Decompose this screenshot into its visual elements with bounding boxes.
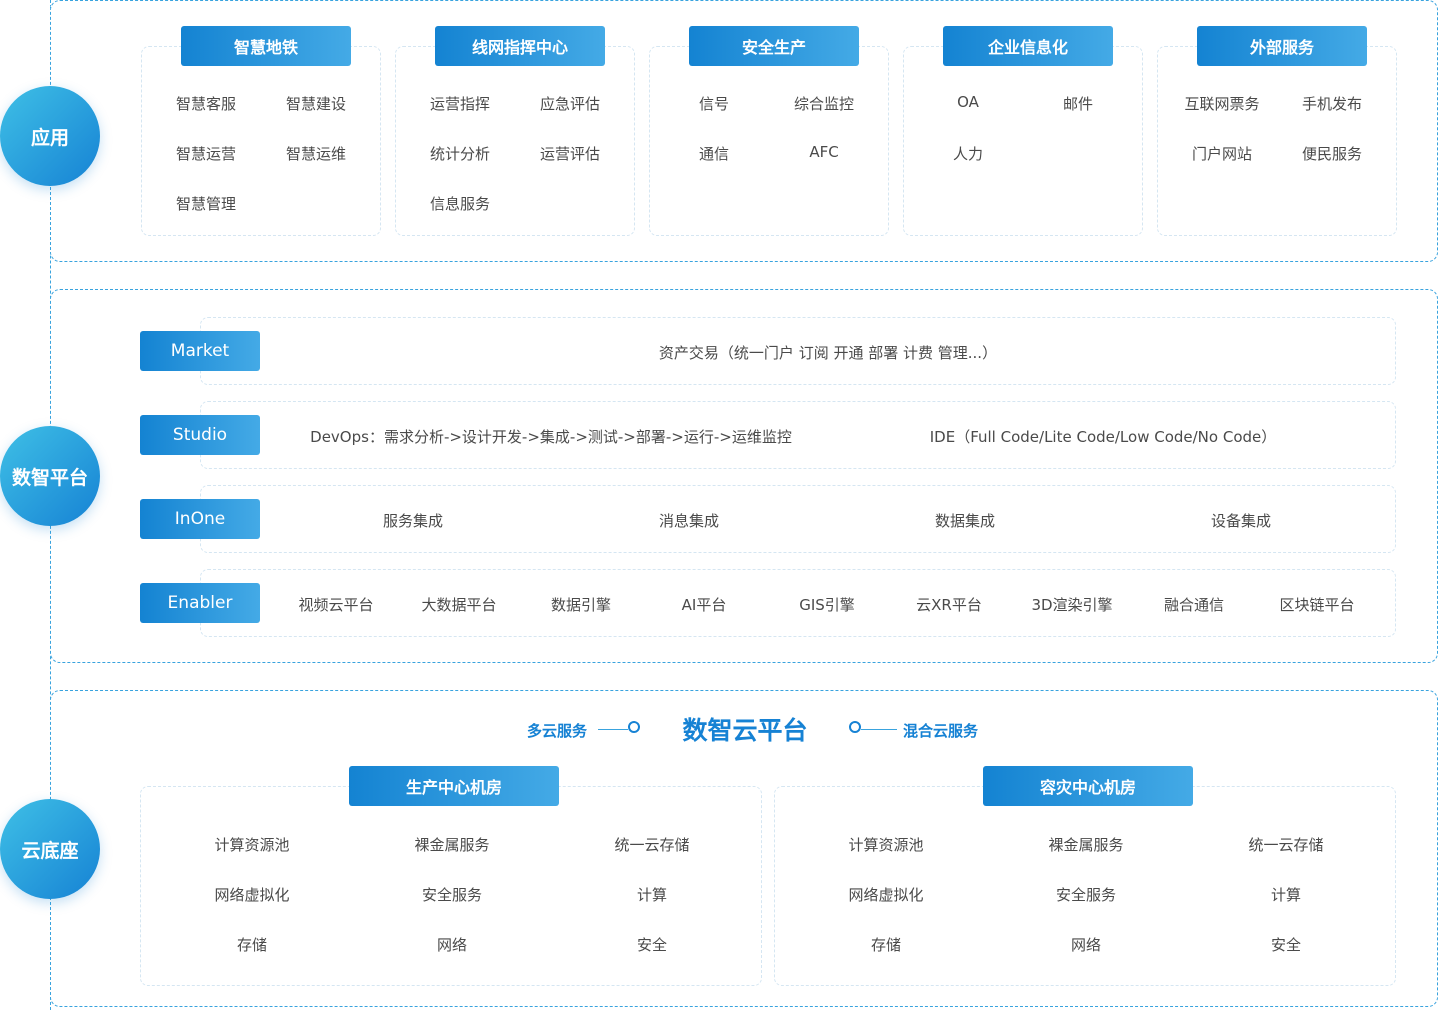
resource-item: 安全 — [636, 936, 668, 954]
layer-badge-application: 应用 — [0, 86, 100, 186]
app-item: AFC — [809, 143, 839, 161]
resource-item: 网络 — [436, 936, 468, 954]
inone-label: InOne — [140, 499, 260, 539]
left-connector-dot — [628, 721, 640, 733]
app-item: 运营指挥 — [429, 95, 490, 113]
enabler-item: 云XR平台 — [916, 596, 982, 614]
app-item: 智慧建设 — [285, 95, 346, 113]
app-item: 人力 — [952, 145, 983, 163]
app-item: 便民服务 — [1301, 145, 1362, 163]
app-item: 信号 — [698, 95, 729, 113]
left-connector-line — [598, 729, 628, 730]
inone-item: 数据集成 — [934, 512, 996, 530]
inone-item: 消息集成 — [658, 512, 720, 530]
enabler-item: 区块链平台 — [1279, 596, 1355, 614]
resource-item: 网络虚拟化 — [848, 886, 924, 904]
enabler-item: 视频云平台 — [298, 596, 374, 614]
foundation-section — [50, 690, 1438, 1007]
group-title: 智慧地铁 — [181, 26, 351, 66]
layer-badge-foundation: 云底座 — [0, 799, 100, 899]
app-item: 手机发布 — [1301, 95, 1362, 113]
app-item: 统计分析 — [429, 145, 490, 163]
layer-badge-platform: 数智平台 — [0, 426, 100, 526]
enabler-item: 融合通信 — [1163, 596, 1225, 614]
app-card-safety-production — [649, 46, 889, 236]
resource-item: 裸金属服务 — [414, 836, 490, 854]
resource-item: 存储 — [870, 936, 902, 954]
multi-cloud-label: 多云服务 — [527, 722, 588, 740]
market-text: 资产交易（统一门户 订阅 开通 部署 计费 管理...） — [658, 344, 998, 362]
app-item: OA — [957, 93, 979, 111]
app-item: 智慧运维 — [285, 145, 346, 163]
group-title: 线网指挥中心 — [435, 26, 605, 66]
app-item: 智慧管理 — [175, 195, 236, 213]
resource-item: 安全服务 — [1055, 886, 1117, 904]
cloud-platform-title: 数智云平台 — [682, 716, 808, 745]
enabler-item: 3D渲染引擎 — [1031, 596, 1113, 614]
resource-item: 计算 — [636, 886, 668, 904]
market-label: Market — [140, 331, 260, 371]
app-item: 运营评估 — [539, 145, 600, 163]
enabler-item: GIS引擎 — [799, 596, 855, 614]
production-center-title: 生产中心机房 — [349, 766, 559, 806]
enabler-item: 大数据平台 — [421, 596, 497, 614]
right-connector-line — [861, 729, 897, 730]
group-title: 外部服务 — [1197, 26, 1367, 66]
resource-item: 安全服务 — [421, 886, 483, 904]
resource-item: 网络 — [1070, 936, 1102, 954]
resource-item: 统一云存储 — [614, 836, 690, 854]
enabler-item: AI平台 — [681, 596, 727, 614]
app-item: 信息服务 — [429, 195, 490, 213]
resource-item: 计算资源池 — [214, 836, 290, 854]
app-item: 通信 — [698, 145, 729, 163]
app-item: 智慧运营 — [175, 145, 236, 163]
app-card-enterprise-it — [903, 46, 1143, 236]
disaster-recovery-center-title: 容灾中心机房 — [983, 766, 1193, 806]
app-item: 邮件 — [1062, 95, 1093, 113]
app-card-external-services — [1157, 46, 1397, 236]
resource-item: 计算资源池 — [848, 836, 924, 854]
group-title: 企业信息化 — [943, 26, 1113, 66]
right-connector-dot — [849, 721, 861, 733]
enabler-item: 数据引擎 — [550, 596, 612, 614]
hybrid-cloud-label: 混合云服务 — [903, 722, 979, 740]
resource-item: 安全 — [1270, 936, 1302, 954]
resource-item: 网络虚拟化 — [214, 886, 290, 904]
group-title: 安全生产 — [689, 26, 859, 66]
studio-label: Studio — [140, 415, 260, 455]
platform-section — [50, 289, 1438, 663]
app-item: 综合监控 — [793, 95, 854, 113]
inone-item: 服务集成 — [382, 512, 444, 530]
app-item: 应急评估 — [539, 95, 600, 113]
app-item: 互联网票务 — [1184, 95, 1260, 113]
enabler-label: Enabler — [140, 583, 260, 623]
resource-item: 存储 — [236, 936, 268, 954]
studio-devops-text: DevOps：需求分析->设计开发->集成->测试->部署->运行->运维监控 — [310, 428, 792, 446]
resource-item: 统一云存储 — [1248, 836, 1324, 854]
app-item: 智慧客服 — [175, 95, 236, 113]
inone-item: 设备集成 — [1210, 512, 1272, 530]
studio-ide-text: IDE（Full Code/Lite Code/Low Code/No Code… — [929, 428, 1277, 446]
resource-item: 计算 — [1270, 886, 1302, 904]
app-item: 门户网站 — [1191, 145, 1252, 163]
resource-item: 裸金属服务 — [1048, 836, 1124, 854]
application-section: 智慧地铁 智慧客服 智慧建设 智慧运营 智慧运维 智慧管理 线网指挥中心 运营指… — [50, 0, 1438, 262]
